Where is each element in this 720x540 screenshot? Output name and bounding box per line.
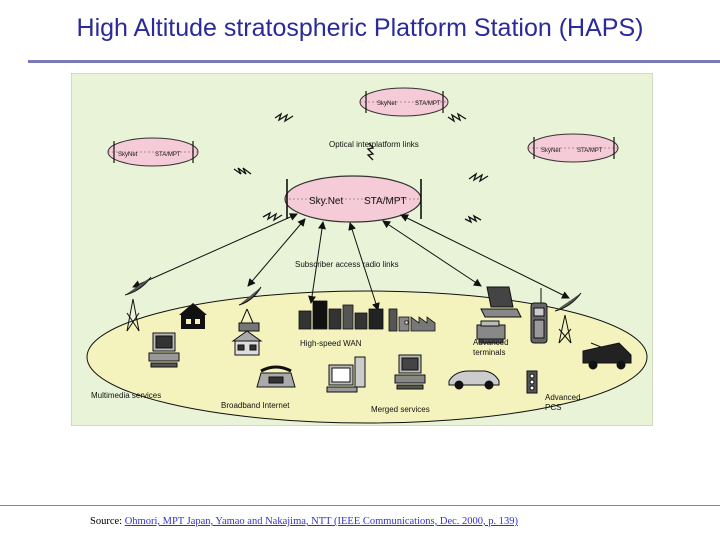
subscriber-link-arrows <box>132 213 570 311</box>
workstation-icon <box>394 354 426 390</box>
computer-icon-center <box>326 356 366 393</box>
platform-center-left-label: Sky.Net <box>309 196 343 207</box>
mobile-phone-icon <box>530 288 548 344</box>
computer-icon-left <box>148 332 180 368</box>
label-subscriber-links: Subscriber access radio links <box>295 260 399 269</box>
car-icon <box>448 370 500 390</box>
footer-divider <box>0 505 720 506</box>
label-merged: Merged services <box>371 405 430 414</box>
label-advanced-terminals-1: Advanced <box>473 338 509 347</box>
fax-machine-icon <box>476 320 506 344</box>
label-optical-links: Optical interplatform links <box>329 140 419 149</box>
source-link[interactable]: Ohmori, MPT Japan, Yamao and Nakajima, N… <box>124 516 519 527</box>
platform-top-left-label: SkyNet <box>377 101 397 107</box>
title-divider <box>28 60 720 63</box>
source-citation: Source: Ohmori, MPT Japan, Yamao and Nak… <box>90 516 518 527</box>
factory-icon <box>388 308 436 332</box>
label-broadband: Broadband Internet <box>221 401 290 410</box>
dish-on-building-icon <box>238 286 262 332</box>
label-high-speed-wan: High-speed WAN <box>300 339 362 348</box>
platform-left: SkyNet STA/MPT <box>107 137 199 167</box>
platform-left-right-label: STA/MPT <box>155 152 181 158</box>
city-buildings-icon <box>298 300 384 330</box>
platform-right: SkyNet STA/MPT <box>527 133 619 163</box>
traffic-signal-icon <box>526 370 538 394</box>
telephone-icon <box>256 365 296 388</box>
platform-left-left-label: SkyNet <box>118 152 138 158</box>
label-advanced-pcs-1: Advanced <box>545 393 581 402</box>
laptop-icon <box>480 286 522 318</box>
source-prefix: Source: <box>90 516 123 527</box>
platform-right-right-label: STA/MPT <box>577 148 603 154</box>
van-icon <box>582 342 632 370</box>
satellite-dish-icon <box>124 276 152 332</box>
label-advanced-terminals-2: terminals <box>473 348 505 357</box>
home-icon <box>231 330 263 356</box>
satellite-dish-right-icon <box>554 292 582 344</box>
slide-title: High Altitude stratospheric Platform Sta… <box>76 14 644 42</box>
platform-right-left-label: SkyNet <box>541 148 561 154</box>
platform-top-right-label: STA/MPT <box>415 101 441 107</box>
label-multimedia: Multimedia services <box>91 391 161 400</box>
house-icon <box>179 303 207 329</box>
platform-center-right-label: STA/MPT <box>364 196 407 207</box>
haps-diagram: SkyNet STA/MPT SkyNet STA/MPT SkyNet STA… <box>71 73 653 426</box>
label-advanced-pcs-2: PCS <box>545 403 561 412</box>
platform-center: Sky.Net STA/MPT <box>284 175 422 223</box>
platform-top: SkyNet STA/MPT <box>359 87 449 117</box>
